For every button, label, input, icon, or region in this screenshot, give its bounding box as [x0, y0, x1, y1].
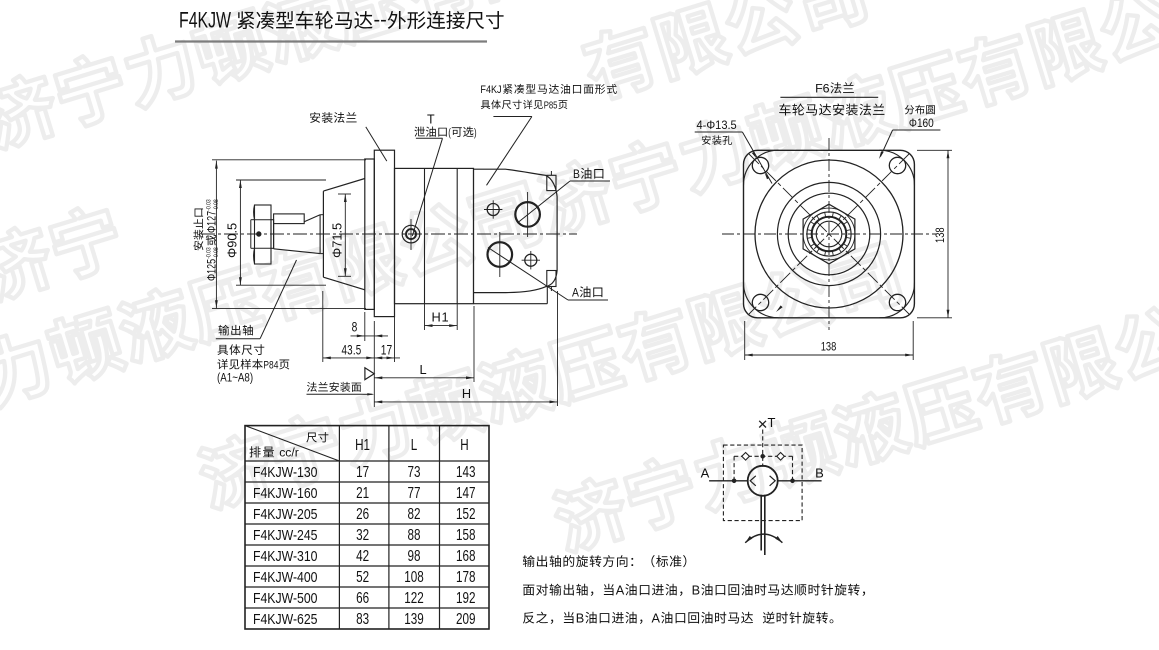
svg-text:138: 138 — [933, 227, 947, 243]
svg-text:-0.03: -0.03 — [206, 199, 213, 211]
svg-text:139: 139 — [404, 611, 424, 628]
svg-text:B: B — [576, 611, 585, 626]
svg-text:158: 158 — [456, 527, 476, 544]
svg-text:17: 17 — [356, 464, 369, 481]
svg-text:F4KJW-205: F4KJW-205 — [253, 506, 318, 523]
svg-text:L: L — [411, 437, 418, 454]
svg-text:): ) — [474, 127, 477, 139]
svg-text:Φ125: Φ125 — [207, 259, 219, 281]
svg-text:L: L — [419, 362, 426, 377]
svg-text:8: 8 — [352, 320, 358, 335]
svg-text:209: 209 — [456, 611, 476, 628]
svg-text:42: 42 — [356, 548, 369, 565]
svg-text:F4KJW-130: F4KJW-130 — [253, 464, 318, 481]
svg-text:B: B — [573, 167, 580, 181]
svg-text:122: 122 — [404, 590, 424, 607]
svg-text:43.5: 43.5 — [342, 343, 362, 358]
svg-text:H1: H1 — [355, 437, 370, 454]
svg-text:T: T — [768, 415, 776, 430]
svg-text:H: H — [462, 386, 471, 401]
svg-text:192: 192 — [456, 590, 476, 607]
svg-text:F4KJW-500: F4KJW-500 — [253, 590, 318, 607]
svg-text:A: A — [572, 286, 580, 300]
svg-text:--: -- — [374, 9, 387, 31]
svg-text:147: 147 — [456, 485, 476, 502]
svg-text:17: 17 — [381, 343, 392, 358]
svg-text:Φ90.5: Φ90.5 — [225, 223, 240, 258]
svg-text:82: 82 — [408, 506, 421, 523]
svg-text:A: A — [701, 466, 710, 481]
svg-text:26: 26 — [356, 506, 369, 523]
svg-text:88: 88 — [408, 527, 421, 544]
svg-text:32: 32 — [356, 527, 369, 544]
svg-text:Φ127: Φ127 — [207, 211, 219, 233]
svg-text:178: 178 — [456, 569, 476, 586]
svg-text:108: 108 — [404, 569, 424, 586]
svg-text:143: 143 — [456, 464, 476, 481]
svg-text:F6: F6 — [815, 82, 830, 96]
svg-text:-0.08: -0.08 — [213, 199, 220, 211]
svg-text:B: B — [692, 583, 701, 598]
svg-text:83: 83 — [356, 611, 369, 628]
svg-text:(: ( — [448, 127, 451, 139]
svg-text:152: 152 — [456, 506, 476, 523]
svg-text:F4KJW-625: F4KJW-625 — [253, 611, 318, 628]
svg-text:H1: H1 — [432, 310, 450, 325]
svg-text:52: 52 — [356, 569, 369, 586]
svg-text:F4KJW-310: F4KJW-310 — [253, 548, 318, 565]
svg-text:4-Φ13.5: 4-Φ13.5 — [697, 118, 737, 132]
svg-text:(A1~A8): (A1~A8) — [217, 373, 253, 385]
svg-text:F4KJW-160: F4KJW-160 — [253, 485, 318, 502]
svg-text:cc/r: cc/r — [279, 446, 299, 460]
svg-text:F4KJW-400: F4KJW-400 — [253, 569, 318, 586]
svg-text:Φ71.5: Φ71.5 — [330, 223, 345, 258]
svg-text:P85: P85 — [544, 100, 558, 111]
svg-text:T: T — [427, 113, 435, 127]
svg-text:F4KJW-245: F4KJW-245 — [253, 527, 318, 544]
svg-text:-0.08: -0.08 — [213, 247, 220, 259]
svg-text:A: A — [616, 583, 625, 598]
svg-text:F4KJW: F4KJW — [179, 8, 231, 33]
svg-text:Φ160: Φ160 — [909, 116, 934, 130]
svg-text:F4KJ: F4KJ — [480, 84, 501, 96]
svg-text:B: B — [815, 466, 824, 481]
svg-text:77: 77 — [408, 485, 421, 502]
svg-text:168: 168 — [456, 548, 476, 565]
svg-text:P84: P84 — [263, 360, 278, 372]
svg-text:A: A — [652, 611, 661, 626]
svg-text:98: 98 — [408, 548, 421, 565]
svg-text:138: 138 — [821, 340, 837, 354]
svg-text:H: H — [460, 437, 468, 454]
svg-text:21: 21 — [356, 485, 369, 502]
svg-text:73: 73 — [408, 464, 421, 481]
svg-text:-0.03: -0.03 — [206, 247, 213, 259]
svg-text:66: 66 — [356, 590, 369, 607]
